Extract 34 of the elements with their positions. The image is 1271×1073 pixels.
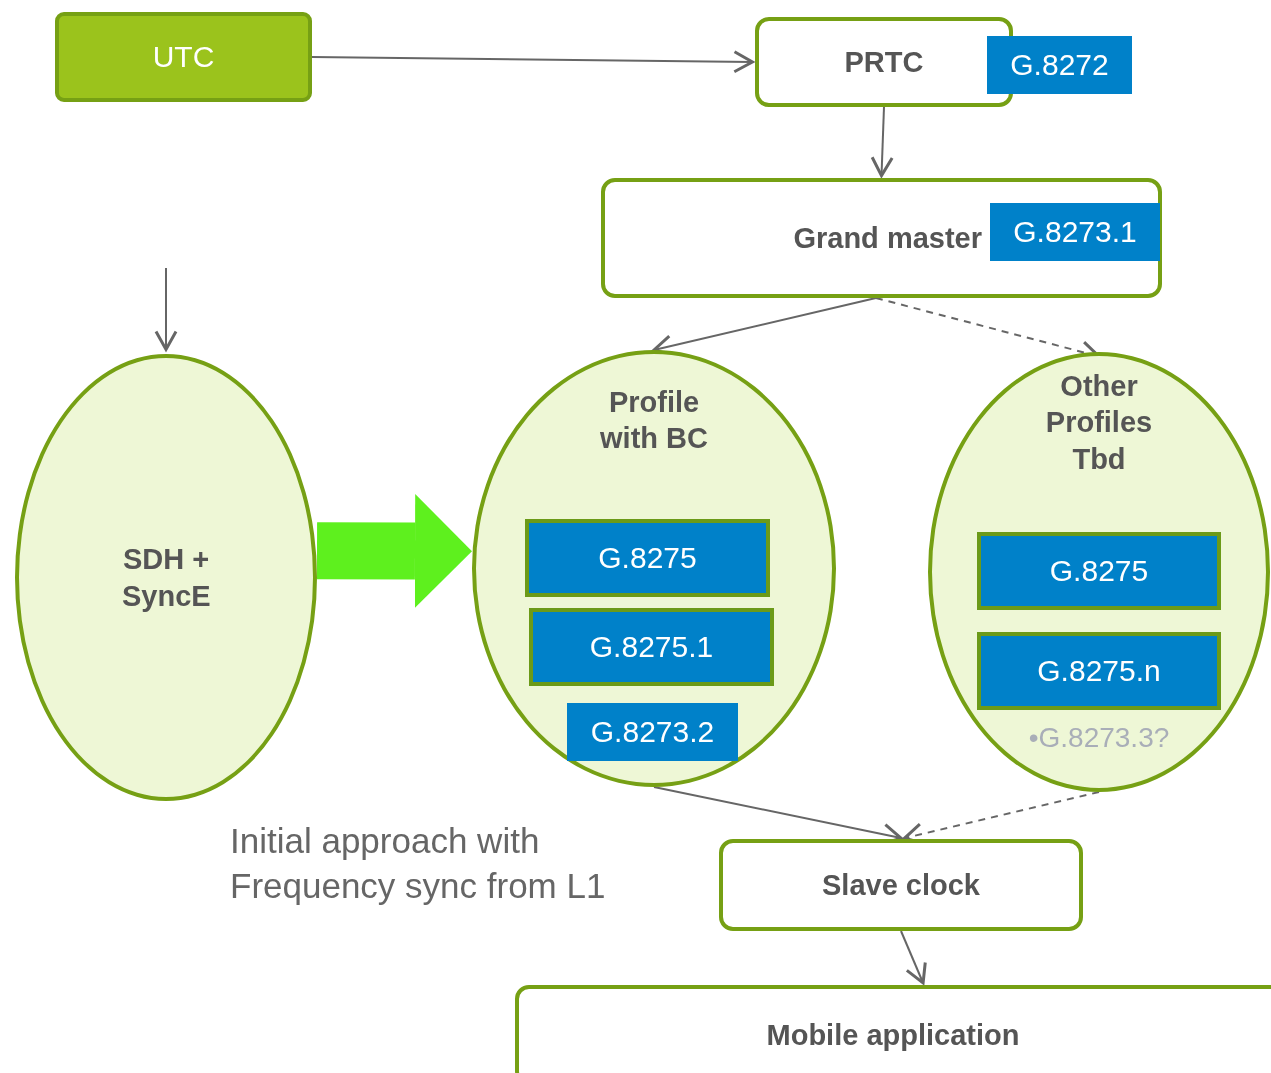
process-box: [755, 17, 1013, 107]
bullet-text: •G.8273.3?: [1027, 722, 1171, 754]
standard-tag: [529, 608, 774, 686]
process-box: [515, 985, 1271, 1073]
standard-tag: [987, 36, 1132, 94]
note-text: Initial approach with Frequency sync from L1: [230, 820, 607, 907]
standard-tag: [525, 519, 770, 597]
standard-tag: [977, 632, 1221, 710]
node-label: Profile with BC: [599, 385, 709, 457]
standard-tag: [990, 203, 1160, 261]
standard-tag: [567, 703, 738, 761]
process-box: [719, 839, 1083, 931]
arrow: [900, 930, 927, 985]
node-label: G.8275.1: [589, 629, 714, 666]
node-label: Slave clock: [822, 867, 980, 903]
node-label: G.8272: [1010, 47, 1109, 84]
node-label: Mobile application: [766, 1017, 1020, 1053]
standard-tag: [977, 532, 1221, 610]
node-label: G.8275.n: [1037, 653, 1161, 690]
node-label: G.8273.2: [590, 714, 715, 751]
node-label: PRTC: [844, 44, 924, 80]
arrow: [154, 267, 178, 352]
arrow: [870, 106, 894, 178]
node-label: UTC: [152, 39, 215, 76]
process-box: [601, 178, 1162, 298]
source-box: [55, 12, 312, 102]
block-arrow: [316, 494, 472, 608]
node-label: SDH + SyncE: [122, 542, 210, 614]
node-label: G.8275: [598, 540, 697, 577]
node-label: Other Profiles Tbd: [1045, 369, 1153, 477]
arrow: [311, 50, 754, 74]
node-label: Grand master: [793, 220, 982, 256]
node-label: G.8273.1: [1013, 214, 1137, 251]
node-label: G.8275: [1049, 553, 1149, 590]
